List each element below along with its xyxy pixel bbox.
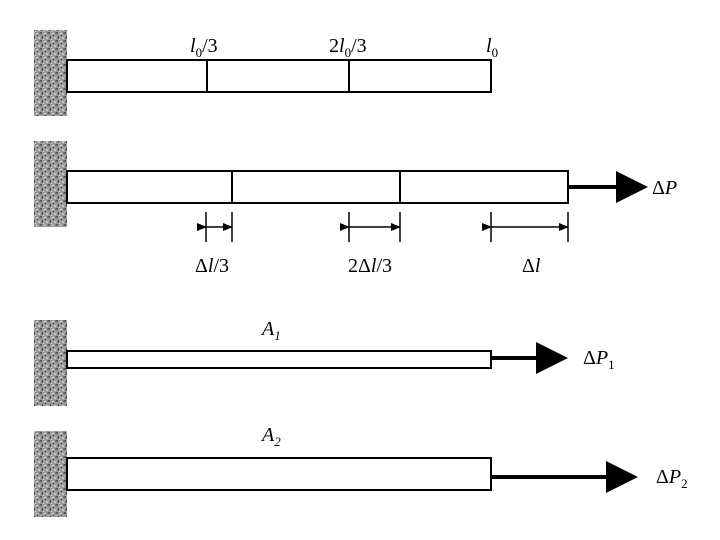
bar <box>66 457 492 491</box>
bar <box>66 170 569 204</box>
panel-thin-bar: A1 ΔP1 <box>34 318 615 406</box>
area-label: A1 <box>260 318 281 343</box>
wall-support <box>34 141 67 227</box>
tick-label-two-thirds: 2l0/3 <box>329 35 367 60</box>
extension-label-one-third: Δl/3 <box>195 255 229 277</box>
panel-unloaded-bar: l0/3 2l0/3 l0 <box>34 30 498 116</box>
panel-stretched-bar: ΔP Δl/3 2Δl/3 Δl <box>34 141 677 277</box>
wall-support <box>34 30 67 116</box>
extension-dimension-full <box>482 212 569 242</box>
extension-label-full: Δl <box>522 255 541 277</box>
bar <box>66 350 492 369</box>
force-label: ΔP <box>652 177 677 199</box>
tick-label-full-length: l0 <box>486 35 498 60</box>
force-label: ΔP1 <box>583 347 615 372</box>
wall-support <box>34 431 67 517</box>
extension-dimension-one-third <box>197 212 233 242</box>
force-label: ΔP2 <box>656 466 688 491</box>
extension-label-two-thirds: 2Δl/3 <box>348 255 392 277</box>
panel-thick-bar: A2 ΔP2 <box>34 424 688 517</box>
extension-dimension-two-thirds <box>340 212 401 242</box>
bar <box>66 59 492 93</box>
wall-support <box>34 320 67 406</box>
area-label: A2 <box>260 424 281 449</box>
tick-label-one-third: l0/3 <box>190 35 218 60</box>
